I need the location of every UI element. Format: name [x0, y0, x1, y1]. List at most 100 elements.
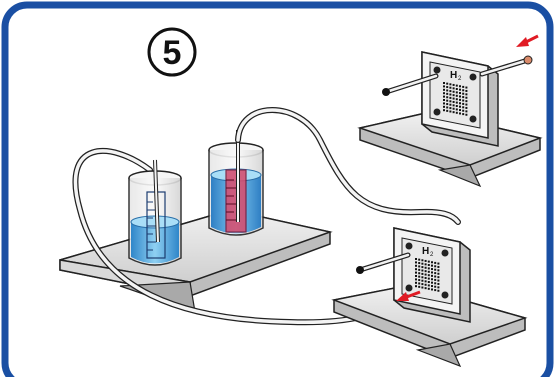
grid-dot: [421, 276, 424, 279]
left-beaker: [128, 159, 182, 266]
grid-dot: [455, 101, 458, 104]
grid-dot: [421, 283, 424, 286]
grid-dot: [459, 109, 461, 112]
step-number: 5: [163, 34, 182, 72]
grid-dot: [455, 94, 458, 97]
grid-dot: [462, 106, 465, 109]
grid-dot: [452, 111, 455, 114]
grid-dot: [459, 88, 461, 91]
svg-text:2: 2: [458, 76, 462, 82]
grid-dot: [421, 262, 424, 265]
grid-dot: [421, 259, 424, 262]
grid-dot: [452, 83, 455, 86]
grid-dot: [431, 271, 433, 274]
grid-dot: [465, 106, 468, 109]
grid-dot: [431, 281, 433, 284]
grid-dot: [465, 100, 468, 103]
grid-dot: [431, 268, 433, 271]
grid-dot: [415, 285, 417, 288]
grid-dot: [415, 278, 417, 281]
grid-dot: [446, 109, 449, 112]
grid-dot: [434, 268, 437, 271]
grid-dot: [434, 289, 437, 292]
grid-dot: [415, 261, 417, 264]
grid-dot: [434, 275, 437, 278]
grid-dot: [455, 111, 458, 114]
step-badge: 5: [147, 27, 197, 77]
grid-dot: [446, 99, 449, 102]
grid-dot: [424, 263, 427, 266]
grid-dot: [465, 110, 468, 113]
grid-dot: [434, 265, 437, 268]
grid-dot: [443, 105, 445, 108]
grid-dot: [434, 285, 437, 288]
grid-dot: [437, 269, 440, 272]
grid-dot: [437, 265, 440, 268]
grid-dot: [446, 103, 449, 106]
grid-dot: [446, 82, 449, 85]
svg-text:2: 2: [430, 252, 434, 258]
grid-dot: [465, 86, 468, 89]
grid-dot: [455, 105, 458, 107]
grid-dot: [462, 113, 465, 116]
grid-dot: [459, 102, 461, 105]
grid-dot: [437, 286, 440, 289]
grid-dot: [459, 85, 461, 88]
grid-dot: [459, 95, 461, 98]
arrow-bottom: [396, 290, 421, 301]
grid-dot: [462, 85, 465, 88]
grid-dot: [418, 265, 421, 268]
grid-dot: [455, 91, 458, 94]
grid-dot: [462, 96, 465, 99]
grid-dot: [434, 282, 437, 285]
grid-dot: [421, 279, 424, 282]
grid-dot: [452, 107, 455, 110]
grid-dot: [462, 109, 465, 112]
grid-dot: [446, 89, 449, 92]
grid-dot: [421, 272, 424, 275]
grid-dot: [465, 96, 468, 99]
grid-dot: [427, 287, 430, 290]
grid-dot: [449, 86, 452, 89]
grid-dot: [449, 100, 452, 103]
grid-dot: [421, 269, 424, 272]
grid-dot: [418, 272, 421, 275]
left-beaker-water: [131, 222, 179, 264]
grid-dot: [424, 280, 427, 283]
grid-dot: [449, 93, 452, 96]
grid-dot: [465, 93, 468, 96]
grid-dot: [462, 92, 465, 95]
grid-dot: [449, 110, 452, 113]
grid-dot: [443, 82, 445, 84]
grid-dot: [418, 279, 421, 282]
grid-dot: [452, 104, 455, 107]
fuel-cell-bottom: H 2: [331, 227, 528, 368]
grid-dot: [455, 108, 458, 111]
grid-dot: [427, 260, 430, 263]
grid-dot: [443, 92, 445, 95]
grid-dot: [452, 90, 455, 93]
grid-dot: [418, 262, 421, 265]
right-beaker: [208, 130, 264, 236]
grid-dot: [449, 107, 452, 110]
grid-dot: [462, 89, 465, 92]
grid-dot: [437, 279, 440, 282]
grid-dot: [424, 266, 427, 269]
grid-dot: [459, 105, 461, 108]
grid-dot: [431, 278, 433, 281]
grid-dot: [443, 85, 445, 88]
grid-dot: [449, 103, 452, 106]
grid-dot: [418, 258, 421, 261]
arrow-top: [516, 34, 539, 47]
grid-dot: [418, 282, 421, 285]
grid-dot: [437, 276, 440, 279]
grid-dot: [452, 97, 455, 100]
grid-dot: [427, 277, 430, 280]
grid-dot: [449, 83, 452, 86]
grid-dot: [418, 268, 421, 271]
fuel-cell-top: H 2: [357, 51, 543, 188]
grid-dot: [415, 264, 417, 267]
grid-dot: [424, 273, 427, 276]
